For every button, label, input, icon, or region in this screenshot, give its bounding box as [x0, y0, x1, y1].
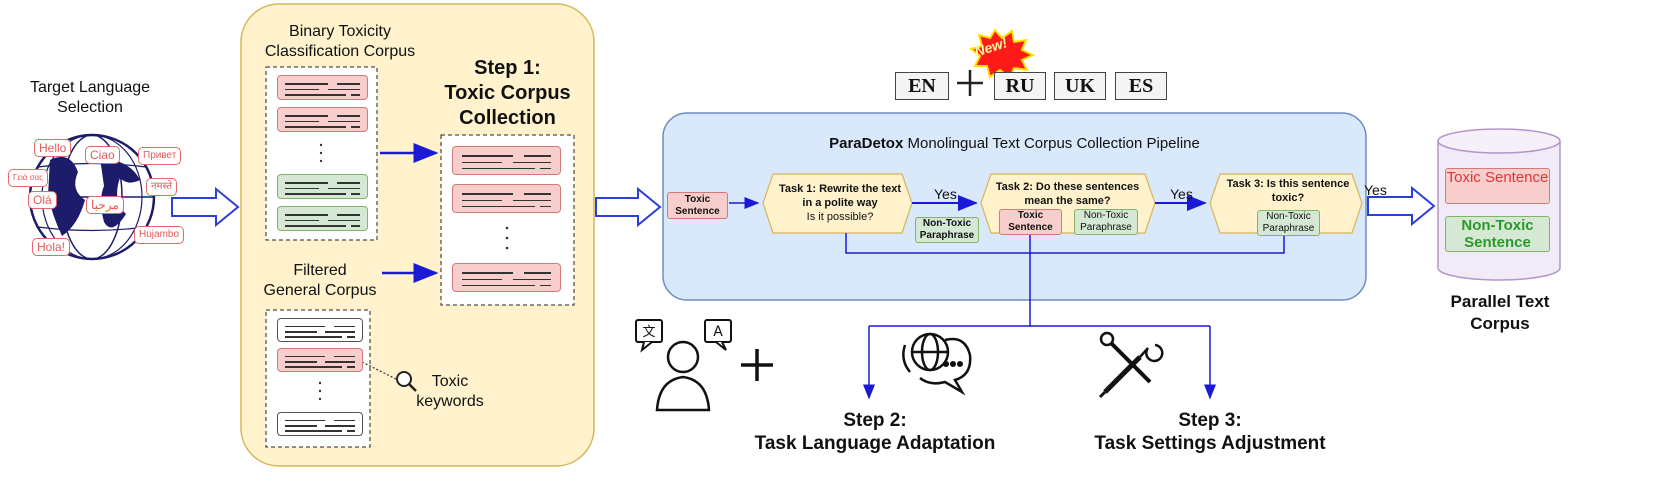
step2-heading: Step 2: Task Language Adaptation	[754, 410, 996, 454]
pipeline-title: ParaDetox Monolingual Text Corpus Collec…	[829, 135, 1200, 152]
svg-text:文: 文	[642, 325, 655, 340]
task3-hex	[1209, 173, 1363, 234]
hollow-arrow-3	[1367, 185, 1436, 227]
greeting-bubble: Γειά σας	[8, 169, 49, 187]
lang-box-uk: UK	[1054, 72, 1106, 100]
greeting-bubble: Hello	[34, 139, 72, 157]
parallel-corpus-title: Parallel Text Corpus	[1450, 292, 1550, 333]
hollow-arrow-2	[595, 186, 662, 228]
step3-heading: Step 3: Task Settings Adjustment	[1094, 410, 1326, 454]
task2-toxic-chip: Toxic Sentence	[999, 209, 1062, 235]
input-toxic-chip: Toxic Sentence	[667, 192, 728, 219]
document-card	[277, 174, 368, 199]
document-card	[452, 263, 561, 292]
task2-nontoxic-chip: Non-Toxic Paraphrase	[1074, 209, 1138, 235]
yes-label-1: Yes	[934, 186, 957, 202]
greeting-bubble: नमस्ते	[146, 178, 178, 196]
document-card	[277, 318, 363, 342]
task1-label: Task 1: Rewrite the text in a polite way…	[778, 183, 902, 223]
lang-box-en: EN	[895, 72, 949, 100]
lang-box-ru: RU	[994, 72, 1046, 100]
magnifier-icon	[396, 371, 417, 392]
task1-output-chip: Non-Toxic Paraphrase	[915, 217, 979, 243]
document-card	[277, 107, 368, 132]
greeting-bubble: Привет	[138, 147, 182, 165]
hollow-arrow-1	[171, 186, 240, 228]
task3-chip: Non-Toxic Paraphrase	[1257, 210, 1320, 236]
corpus-toxic-sentence: Toxic Sentence	[1445, 168, 1550, 204]
greeting-bubble: Hola!	[32, 238, 71, 256]
lang-box-es: ES	[1115, 72, 1167, 100]
yes-label-3: Yes	[1364, 182, 1387, 198]
step1-heading: Step 1: Toxic Corpus Collection	[444, 57, 571, 129]
binary-corpus-title: Binary Toxicity Classification Corpus	[264, 23, 416, 60]
translator-person-icon	[635, 319, 732, 412]
tools-icon	[1098, 331, 1164, 399]
corpus-nontoxic-sentence: Non-Toxic Sentence	[1445, 216, 1550, 252]
greeting-bubble: مرحبا	[86, 196, 124, 214]
document-card	[452, 184, 561, 213]
greeting-bubble: Ciao	[85, 146, 120, 164]
target-language-title: Target Language Selection	[29, 79, 151, 116]
greeting-bubble: Hujambo	[134, 226, 185, 244]
document-card	[277, 75, 368, 100]
document-card	[277, 412, 363, 436]
toxic-keywords-label: Toxic keywords	[416, 373, 484, 410]
document-card	[452, 146, 561, 175]
document-card	[277, 206, 368, 231]
task2-label: Task 2: Do these sentences mean the same…	[995, 181, 1140, 207]
yes-label-2: Yes	[1170, 186, 1193, 202]
filtered-corpus-title: Filtered General Corpus	[263, 262, 377, 299]
greeting-bubble: Olá	[28, 191, 57, 209]
parallel-corpus-cylinder	[1437, 128, 1561, 281]
task1-hex	[762, 173, 913, 234]
document-card	[277, 348, 363, 372]
language-chat-icon	[902, 332, 972, 396]
task3-label: Task 3: Is this sentence toxic?	[1226, 178, 1350, 204]
svg-text:A: A	[713, 324, 723, 340]
